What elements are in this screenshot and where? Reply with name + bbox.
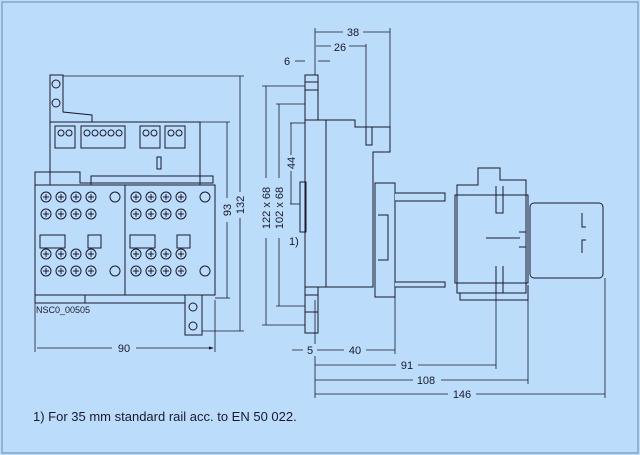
screw-terminal <box>130 248 142 260</box>
screw-terminal <box>40 208 52 220</box>
screw-terminal <box>55 208 67 220</box>
screw-terminal <box>70 248 82 260</box>
dim-40: 40 <box>349 345 361 357</box>
aux-terminal <box>109 191 121 203</box>
screw-terminal <box>130 265 142 277</box>
screw-terminal <box>145 248 157 260</box>
footnote: 1) For 35 mm standard rail acc. to EN 50… <box>33 409 297 424</box>
screw-terminal <box>175 248 187 260</box>
screw-terminal <box>85 191 97 203</box>
screw-terminal <box>175 208 187 220</box>
side-view: 38 26 6 122 x 68 102 x 68 44 1) 5 40 91 <box>259 25 606 401</box>
screw-terminal <box>55 265 67 277</box>
screw-terminal <box>145 208 157 220</box>
aux-terminal <box>109 265 121 277</box>
screw-terminal <box>160 248 172 260</box>
rail-note-ref: 1) <box>289 236 299 248</box>
dim-38: 38 <box>347 27 359 39</box>
terminal-block <box>54 125 76 149</box>
screw-terminal <box>130 208 142 220</box>
screw-terminal <box>85 208 97 220</box>
dim-width-90: 90 <box>118 343 130 355</box>
screw-terminal <box>40 248 52 260</box>
screw-terminal <box>70 265 82 277</box>
screw-terminal <box>70 191 82 203</box>
dim-height-93: 93 <box>222 204 234 216</box>
terminal-block <box>139 125 161 149</box>
screw-terminal <box>130 191 142 203</box>
screw-terminal <box>85 248 97 260</box>
screw-terminal <box>55 248 67 260</box>
dim-5: 5 <box>307 345 313 357</box>
dim-146: 146 <box>453 389 471 401</box>
dim-44: 44 <box>286 157 298 169</box>
dim-26: 26 <box>334 42 346 54</box>
dim-91: 91 <box>401 360 413 372</box>
front-view: NSC0_00505 90 93 132 <box>34 74 247 355</box>
screw-terminal <box>40 191 52 203</box>
dim-6: 6 <box>284 56 290 68</box>
dim-rail-122x68: 122 x 68 <box>261 187 273 229</box>
dim-rail-102x68: 102 x 68 <box>274 187 286 229</box>
screw-terminal <box>70 208 82 220</box>
screw-terminal <box>85 265 97 277</box>
screw-terminal <box>160 191 172 203</box>
screw-terminal <box>145 265 157 277</box>
dim-108: 108 <box>417 375 435 387</box>
screw-terminal <box>160 265 172 277</box>
dim-height-132: 132 <box>235 196 247 214</box>
screw-terminal <box>175 191 187 203</box>
screw-terminal <box>55 191 67 203</box>
screw-terminal <box>175 265 187 277</box>
drawing-code: NSC0_00505 <box>36 305 90 315</box>
screw-terminal <box>160 208 172 220</box>
terminal-block <box>80 125 126 149</box>
terminal-block <box>164 125 186 149</box>
aux-terminal <box>199 191 211 203</box>
screw-terminal <box>145 191 157 203</box>
screw-terminal <box>40 265 52 277</box>
aux-terminal <box>199 265 211 277</box>
